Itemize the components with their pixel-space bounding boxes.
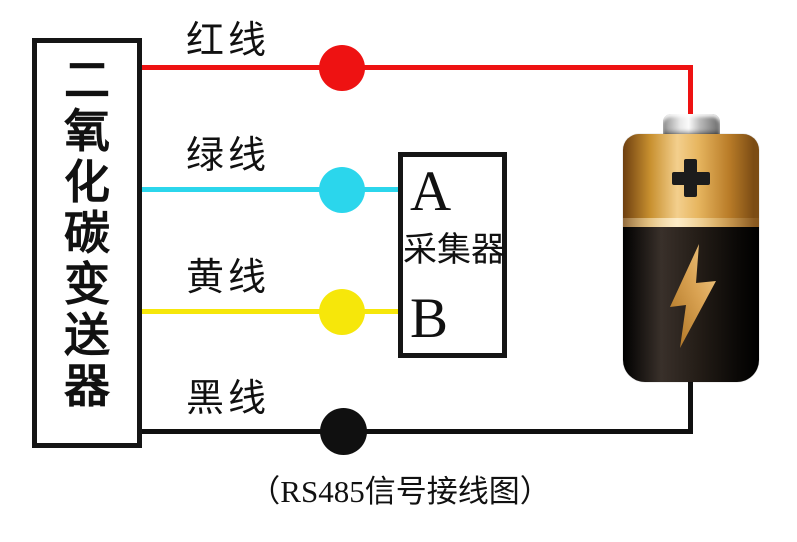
terminal-a-label: A: [410, 160, 452, 223]
yellow-wire-terminal-dot: [319, 289, 365, 335]
green-wire-label: 绿线: [186, 135, 271, 177]
black-wire-terminal-dot: [320, 408, 367, 455]
collector-label: 采集器: [403, 232, 505, 269]
red-wire-terminal-dot: [319, 45, 365, 91]
transmitter-box: 二氧化碳变送器: [32, 38, 142, 448]
battery: [623, 134, 759, 382]
yellow-wire-label: 黄线: [186, 257, 271, 299]
battery-negative-section: [623, 227, 759, 382]
red-wire-vertical: [688, 65, 693, 116]
black-wire-vertical: [688, 378, 693, 432]
black-wire-label: 黑线: [186, 378, 271, 420]
green-wire: [142, 187, 400, 192]
red-wire-label: 红线: [186, 20, 271, 62]
terminal-b-label: B: [410, 287, 449, 350]
lightning-bolt-icon: [670, 244, 716, 348]
black-wire: [142, 429, 693, 434]
battery-gold-highlight: [623, 218, 759, 227]
transmitter-label: 二氧化碳变送器: [64, 54, 110, 412]
battery-positive-section: [623, 134, 759, 227]
yellow-wire: [142, 309, 400, 314]
battery-cap: [663, 114, 720, 136]
collector-box: A 采集器 B: [398, 152, 507, 358]
red-wire: [142, 65, 693, 70]
plus-icon: [623, 134, 759, 227]
diagram-caption: （RS485信号接线图）: [249, 474, 551, 509]
green-wire-terminal-dot: [319, 167, 365, 213]
